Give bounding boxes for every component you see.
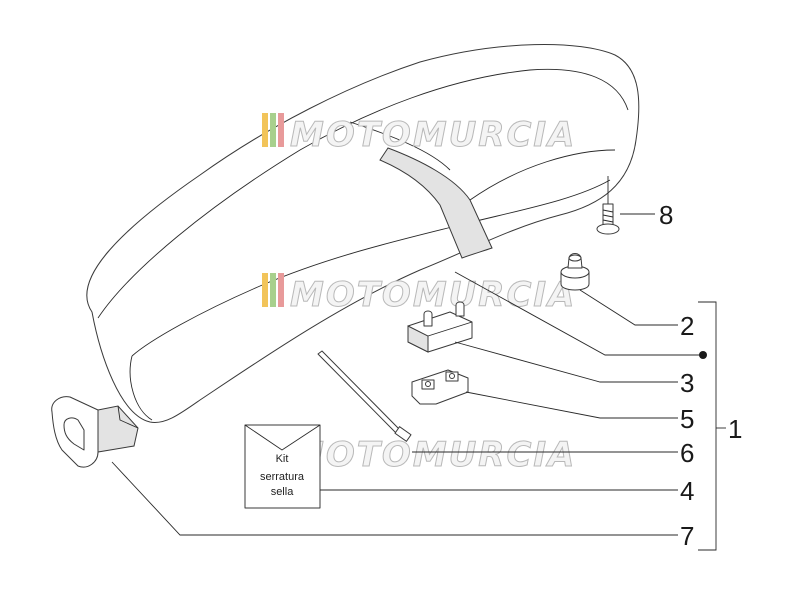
rear-cover-edge bbox=[117, 405, 139, 429]
watermark-bar-green bbox=[270, 273, 276, 307]
seat-rear-contour bbox=[469, 149, 616, 201]
leader-5 bbox=[465, 391, 678, 419]
watermark-bar-yellow bbox=[262, 273, 268, 307]
lock-body-edge bbox=[427, 321, 473, 337]
callout-4: 4 bbox=[680, 476, 694, 506]
leader-7 bbox=[111, 461, 678, 536]
kit-label-line1: Kit bbox=[276, 453, 289, 465]
watermark-bar-red bbox=[278, 113, 284, 147]
watermark-text: MOTOMURCIA bbox=[290, 115, 576, 155]
screw-thread bbox=[602, 214, 614, 218]
watermark-bar-red bbox=[278, 273, 284, 307]
leader-dot bbox=[454, 271, 700, 356]
screw-head bbox=[596, 223, 620, 235]
callout-1: 1 bbox=[728, 414, 742, 444]
seat-side-lower bbox=[129, 355, 153, 421]
part-5-latch-plate bbox=[411, 369, 469, 405]
callout-3: 3 bbox=[680, 368, 694, 398]
rear-cover-body bbox=[97, 405, 139, 453]
lock-body-side bbox=[407, 325, 429, 353]
seat-step-band bbox=[379, 147, 493, 259]
buffer-top bbox=[568, 254, 582, 262]
leader-lines bbox=[111, 213, 726, 551]
part-4-kit-box: Kit serratura sella bbox=[244, 424, 321, 509]
seat-outline bbox=[86, 44, 640, 423]
seat bbox=[86, 44, 640, 423]
watermark-bar-yellow bbox=[262, 113, 268, 147]
watermark-bar-green bbox=[270, 113, 276, 147]
lock-peg-left bbox=[423, 310, 433, 327]
part-2-rubber-buffer bbox=[560, 253, 590, 291]
latch-plate-body bbox=[411, 369, 469, 405]
watermark-text: MOTOMURCIA bbox=[290, 275, 576, 315]
part-7-rear-cover bbox=[51, 396, 139, 468]
screw-thread bbox=[602, 219, 614, 223]
watermark-text: MOTOMURCIA bbox=[290, 435, 576, 475]
kit-label-line3: sella bbox=[271, 486, 295, 498]
callout-7: 7 bbox=[680, 521, 694, 551]
latch-hole-left bbox=[425, 381, 431, 387]
leader-dot-marker bbox=[699, 351, 707, 359]
seat-top-seam bbox=[97, 68, 629, 319]
leader-3 bbox=[454, 341, 678, 383]
callout-2: 2 bbox=[680, 311, 694, 341]
lock-peg-right bbox=[455, 301, 465, 317]
part-6-release-cable bbox=[317, 350, 412, 442]
cable-rod bbox=[317, 350, 403, 436]
seat-step-line bbox=[349, 121, 451, 171]
watermark-2: MOTOMURCIA bbox=[262, 273, 576, 316]
kit-box-frame bbox=[244, 424, 321, 509]
rear-cover-inner bbox=[63, 417, 85, 451]
callout-6: 6 bbox=[680, 438, 694, 468]
watermark-3: MOTOMURCIA bbox=[262, 433, 576, 476]
bracket-1 bbox=[698, 301, 717, 551]
leader-2 bbox=[579, 289, 678, 326]
screw-thread bbox=[602, 209, 614, 213]
kit-label-line2: serratura bbox=[260, 471, 305, 483]
latch-hole-right bbox=[449, 373, 455, 379]
callout-numbers: 8 2 3 5 6 4 7 1 bbox=[659, 200, 742, 551]
watermark-1: MOTOMURCIA bbox=[262, 113, 576, 156]
seat-side-seam bbox=[131, 179, 611, 357]
callout-5: 5 bbox=[680, 404, 694, 434]
cable-end bbox=[394, 426, 412, 442]
part-8-screw bbox=[596, 176, 620, 235]
kit-box-flap bbox=[244, 424, 321, 451]
callout-8: 8 bbox=[659, 200, 673, 230]
